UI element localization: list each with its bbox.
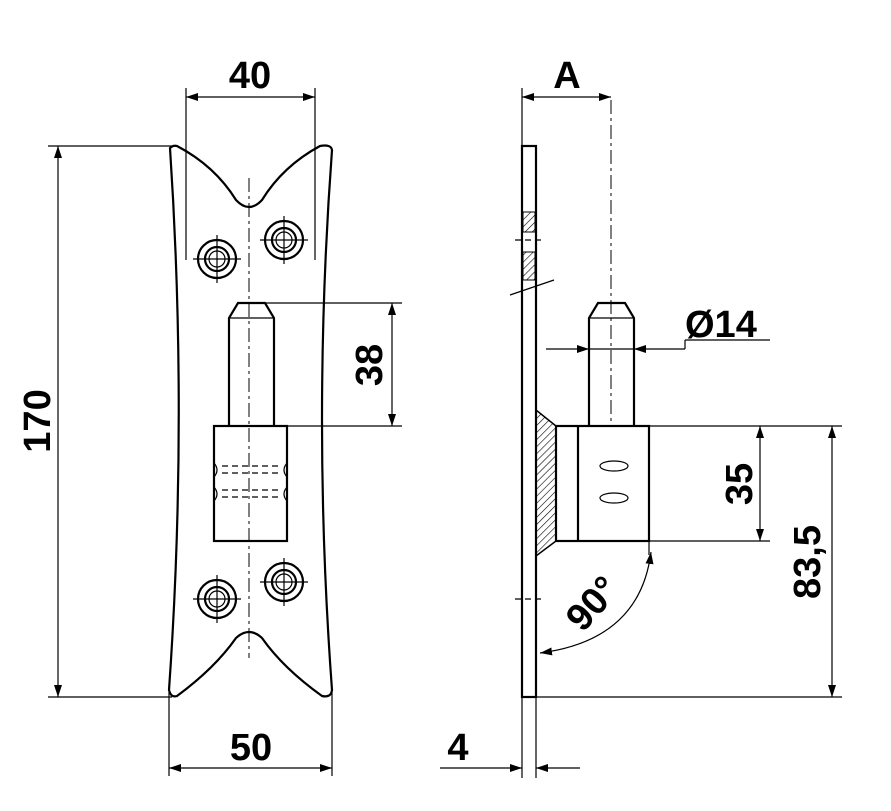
side-sleeve	[554, 424, 651, 543]
dim-pin-length-label: 38	[349, 344, 391, 386]
mounting-hole-bottom-left	[193, 575, 241, 623]
mounting-hole-top-left	[193, 235, 241, 283]
sleeve-notches	[213, 462, 288, 502]
dim-width-top-label: 40	[229, 55, 271, 97]
dim-thickness-label: 4	[447, 727, 468, 769]
dim-pin-diameter-label: Ø14	[685, 304, 757, 346]
front-sleeve	[212, 424, 289, 543]
dim-pin-length: 38	[265, 302, 402, 427]
dim-width-top: 40	[185, 55, 316, 260]
dim-height-total-label: 170	[17, 389, 59, 452]
dim-pin-height: 83,5	[536, 425, 842, 698]
mounting-hole-bottom-right	[260, 558, 308, 606]
sleeve-hole-lower	[599, 492, 629, 504]
dim-sleeve-height-label: 35	[719, 463, 761, 505]
dim-width-bottom: 50	[168, 692, 333, 776]
dim-angle-label: 90°	[558, 569, 628, 640]
dim-pin-height-label: 83,5	[787, 525, 829, 599]
weld-fillet	[535, 408, 557, 558]
dim-offset-a-label: A	[553, 55, 580, 97]
dim-offset-a: A	[521, 55, 611, 146]
sleeve-hole-upper	[599, 460, 629, 472]
dim-height-total: 170	[17, 145, 172, 698]
front-plate-outline	[167, 144, 334, 698]
dim-sleeve-height: 35	[649, 425, 770, 542]
dim-pin-diameter: Ø14	[546, 304, 770, 353]
side-view: A Ø14 35 83,5 90°	[440, 55, 842, 778]
dim-angle: 90°	[539, 541, 654, 656]
front-pin	[227, 301, 276, 426]
side-hole-section-bottom	[522, 251, 536, 281]
side-hole-section-top	[522, 211, 536, 233]
front-view: 40 50 170 38	[17, 55, 402, 776]
dim-thickness: 4	[440, 697, 580, 778]
dim-width-bottom-label: 50	[230, 727, 272, 769]
mounting-hole-top-right	[260, 216, 308, 264]
